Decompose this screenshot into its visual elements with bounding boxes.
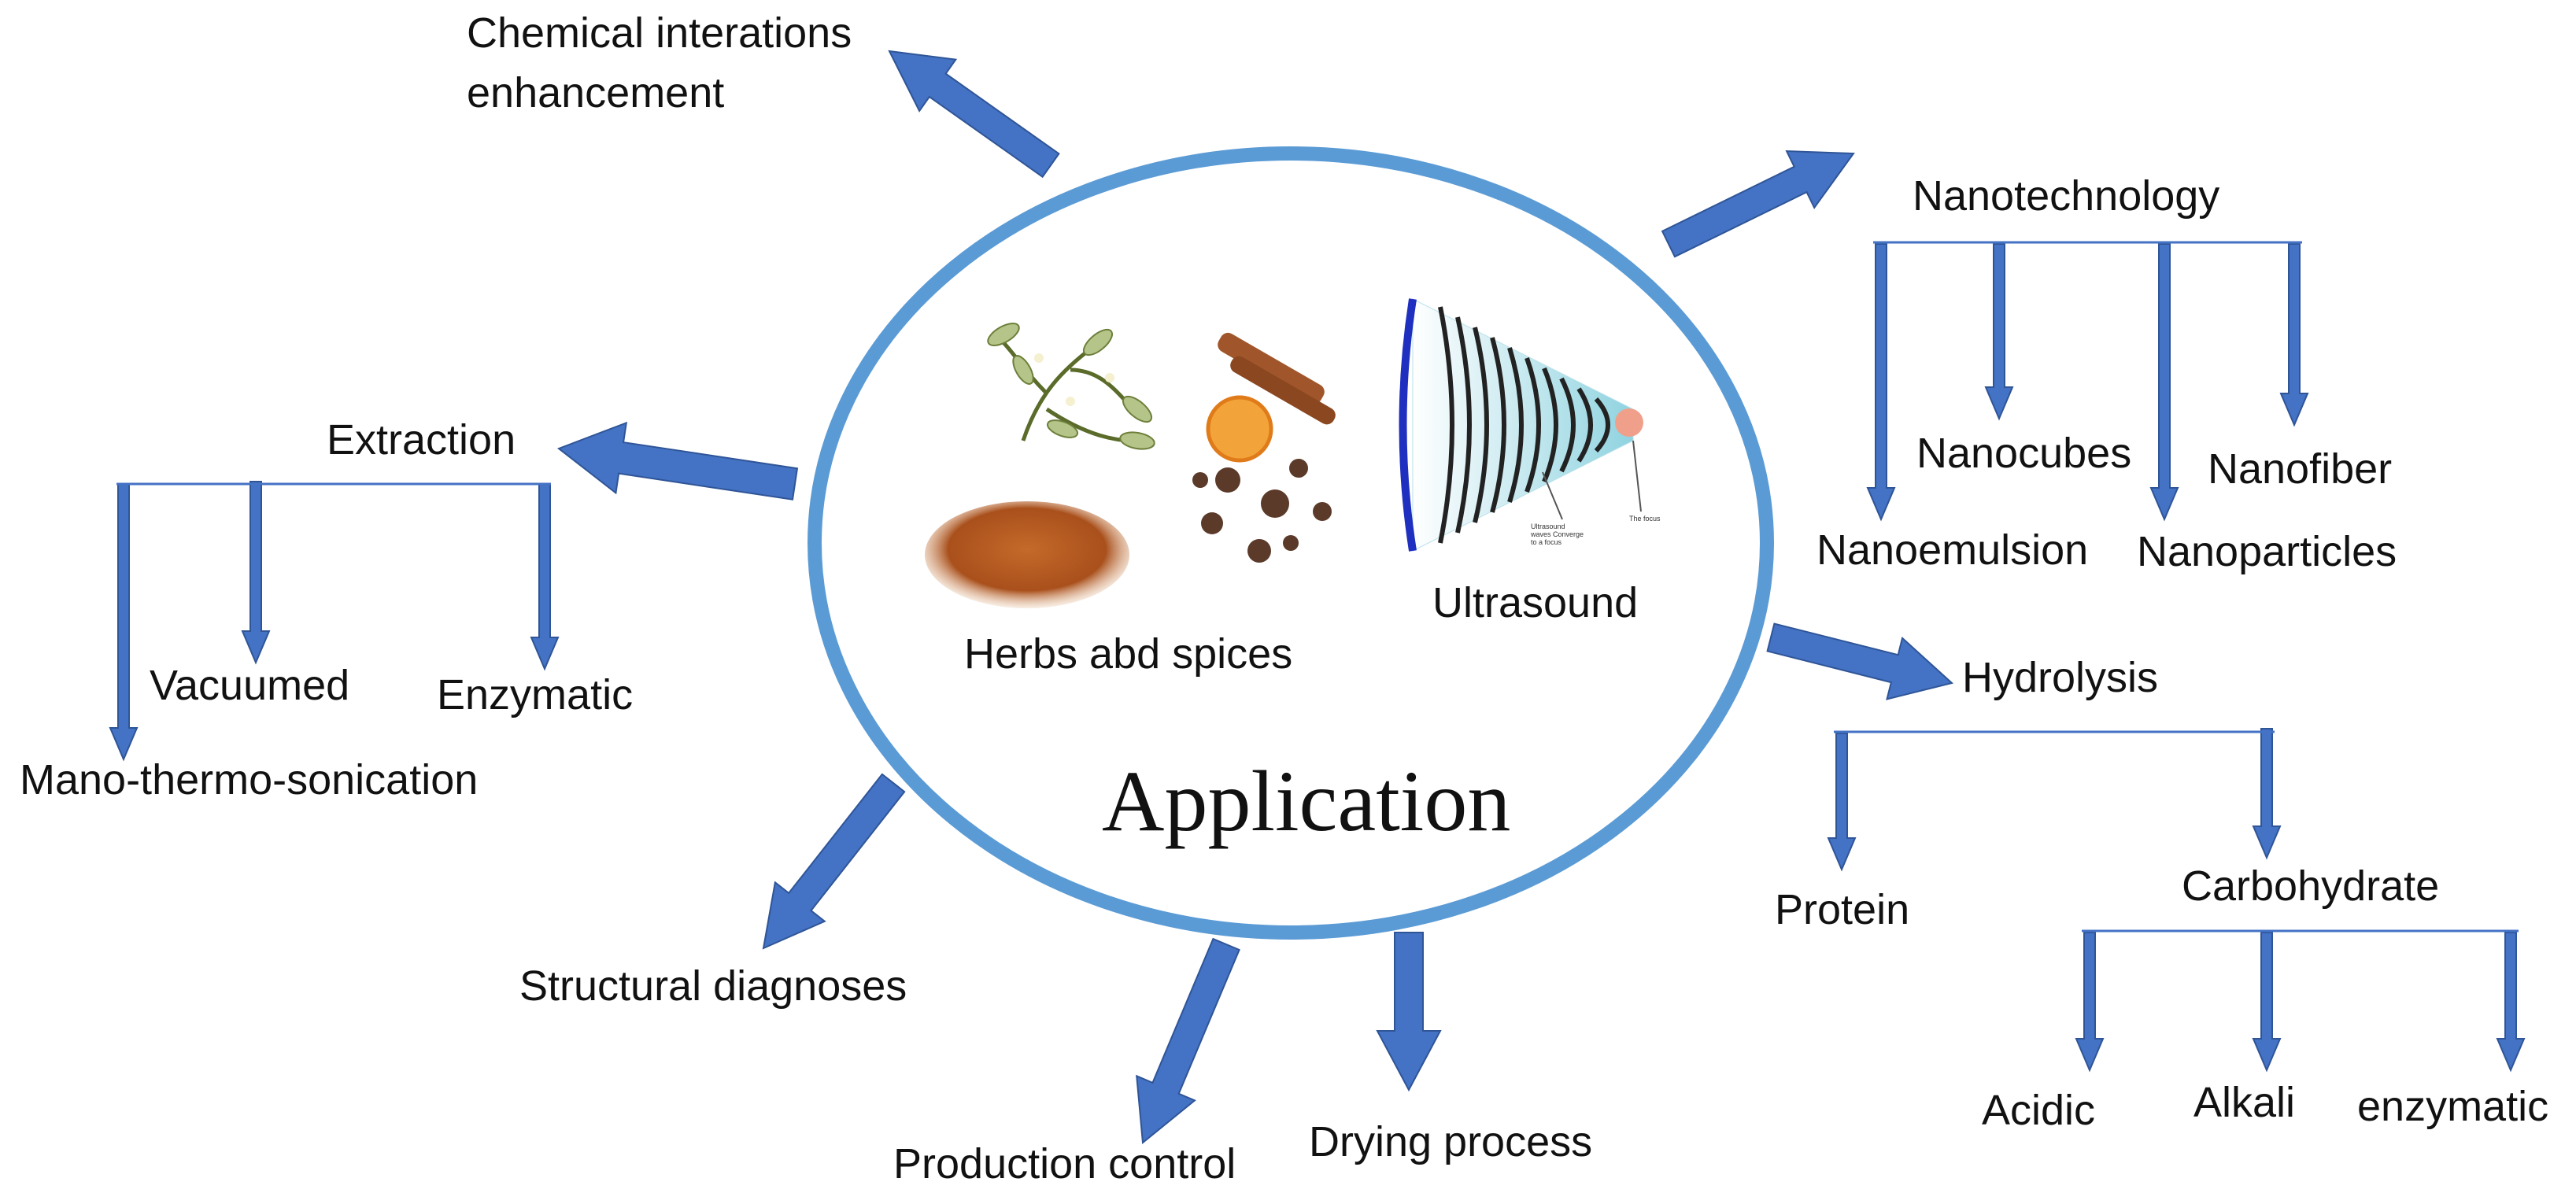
arrow-extraction-enzymatic	[530, 483, 560, 671]
ultrasound-waves	[1438, 306, 1610, 544]
production-label: Production control	[893, 1140, 1236, 1187]
ultrasound-wave-arc	[1473, 327, 1489, 523]
arrow-nanotechnology	[1661, 150, 1855, 258]
ultrasound-wave-arc	[1507, 347, 1524, 503]
hydrolysis-label: Hydrolysis	[1962, 654, 2159, 701]
ultrasound-wave-arc	[1542, 367, 1558, 483]
arrow-nano-nanoemulsion	[1866, 243, 1896, 522]
ultrasound-illustration	[1399, 298, 1643, 552]
arrow-chemical	[888, 50, 1060, 179]
ultrasound-wave-arc	[1455, 316, 1472, 534]
chemical-label: Chemical interations enhancement	[467, 9, 852, 116]
arrow-hydrolysis-carbohydrate	[2252, 728, 2282, 860]
nano-child-nanoemulsion: Nanoemulsion	[1817, 526, 2089, 574]
nano-child-nanocubes: Nanocubes	[1916, 430, 2132, 477]
bracket-lines-layer	[116, 241, 2519, 933]
ultrasound-caption: Ultrasound	[1432, 579, 1639, 626]
arrow-extraction	[556, 421, 799, 500]
center-title: Application	[1102, 753, 1511, 849]
arrow-carb-alkali	[2252, 932, 2282, 1073]
arrow-carb-acidic	[2075, 932, 2105, 1073]
arrow-structural	[762, 773, 906, 950]
hydrolysis-child-carbohydrate: Carbohydrate	[2182, 862, 2440, 910]
extraction-child-enzymatic: Enzymatic	[437, 671, 634, 718]
herbs-caption: Herbs abd spices	[964, 630, 1293, 678]
ultrasound-wave-arc	[1525, 357, 1541, 493]
arrow-drying	[1376, 932, 1442, 1092]
arrows-layer	[109, 50, 2526, 1144]
extraction-label: Extraction	[327, 416, 516, 464]
arrow-carb-enzymatic	[2496, 932, 2526, 1073]
ultrasound-wave-note: Ultrasound waves Converge to a focus	[1531, 523, 1584, 546]
nano-child-nanoparticles: Nanoparticles	[2137, 528, 2397, 575]
extraction-child-vacuumed: Vacuumed	[150, 662, 350, 709]
nano-child-nanofiber: Nanofiber	[2208, 445, 2393, 493]
structural-label: Structural diagnoses	[519, 962, 907, 1010]
ultrasound-wave-arc	[1559, 377, 1576, 473]
carbohydrate-child-enzymatic: enzymatic	[2357, 1083, 2549, 1130]
extraction-child-mano: Mano-thermo-sonication	[20, 756, 479, 803]
nanotechnology-label: Nanotechnology	[1913, 172, 2220, 220]
ultrasound-wave-arc	[1490, 337, 1506, 513]
ultrasound-wave-arc	[1438, 306, 1454, 544]
drying-label: Drying process	[1309, 1118, 1593, 1165]
arrow-extraction-mano	[109, 483, 139, 762]
carbohydrate-child-acidic: Acidic	[1982, 1087, 2096, 1134]
arrow-nano-nanoparticles	[2149, 243, 2179, 522]
ultrasound-wave-arc	[1576, 387, 1593, 463]
arrow-hydrolysis	[1766, 622, 1954, 700]
hydrolysis-child-protein: Protein	[1775, 886, 1910, 933]
arrow-hydrolysis-protein	[1827, 733, 1857, 872]
herbs-image	[921, 307, 1377, 608]
arrow-extraction-vacuumed	[241, 481, 271, 665]
ultrasound-focus-note: The focus	[1629, 515, 1661, 523]
carbohydrate-child-alkali: Alkali	[2193, 1079, 2296, 1126]
ultrasound-wave-arc	[1594, 397, 1610, 453]
arrow-production	[1136, 937, 1240, 1144]
arrow-nano-nanocubes	[1984, 243, 2014, 421]
arrow-nano-nanofiber	[2279, 243, 2309, 427]
